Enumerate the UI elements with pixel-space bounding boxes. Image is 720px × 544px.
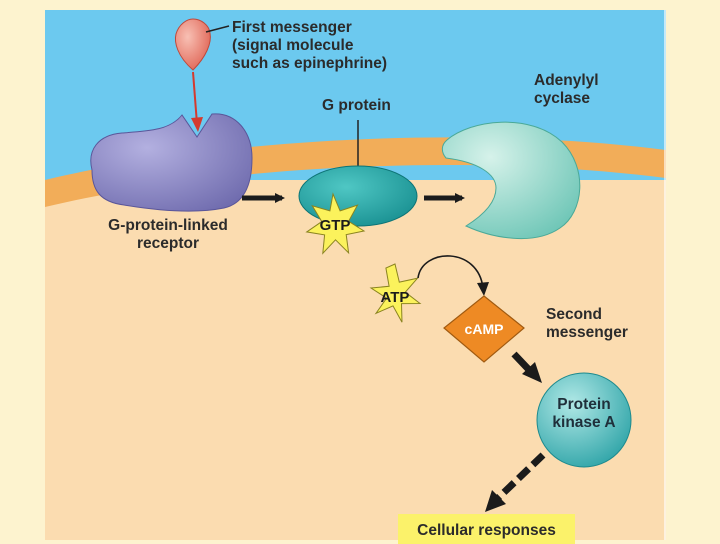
first-messenger-label: First messenger (signal molecule such as… bbox=[232, 19, 387, 73]
arrowhead-camp-to-pka bbox=[522, 362, 542, 383]
g-protein-label: G protein bbox=[322, 97, 391, 114]
cellular-responses-label: Cellular responses bbox=[417, 522, 556, 539]
arrowhead-pka-to-responses bbox=[485, 490, 506, 512]
first-messenger-line-3: such as epinephrine) bbox=[232, 55, 388, 72]
second-messenger-line-2: messenger bbox=[546, 324, 628, 341]
receptor-line-1: G-protein-linked bbox=[108, 217, 228, 234]
signal-arrow-red bbox=[192, 71, 198, 125]
cellular-responses-box: Cellular responses bbox=[398, 514, 575, 544]
signal-arrowhead-red bbox=[191, 117, 203, 132]
protein-kinase-a-label: Protein kinase A bbox=[539, 396, 629, 432]
dashed-arrow-pka-to-responses bbox=[493, 452, 546, 503]
adenylyl-cyclase-shape bbox=[441, 121, 581, 239]
protein-kinase-a-line-1: Protein bbox=[557, 396, 611, 413]
adenylyl-cyclase-label: Adenylyl cyclase bbox=[534, 72, 599, 108]
receptor-line-2: receptor bbox=[136, 235, 200, 252]
gtp-star-icon bbox=[305, 192, 366, 255]
atp-star-icon bbox=[369, 263, 422, 323]
first-messenger-line-1: First messenger bbox=[232, 19, 352, 36]
camp-label: cAMP bbox=[464, 321, 504, 337]
first-messenger-line-2: (signal molecule bbox=[232, 37, 354, 54]
signal-molecule-icon bbox=[175, 18, 211, 71]
arrow-atp-to-camp bbox=[417, 255, 484, 289]
second-messenger-label: Second messenger bbox=[546, 306, 628, 342]
receptor-label: G-protein-linked receptor bbox=[93, 217, 243, 253]
atp-label: ATP bbox=[380, 289, 410, 306]
adenylyl-cyclase-line-2: cyclase bbox=[534, 90, 591, 107]
gtp-label: GTP bbox=[319, 217, 351, 234]
arrowhead-atp-to-camp bbox=[477, 282, 489, 296]
second-messenger-line-1: Second bbox=[546, 306, 602, 323]
receptor-shape bbox=[90, 113, 253, 212]
camp-diamond-icon bbox=[443, 295, 525, 363]
panel-right-border bbox=[664, 10, 666, 540]
adenylyl-cyclase-line-1: Adenylyl bbox=[534, 72, 599, 89]
protein-kinase-a-line-2: kinase A bbox=[552, 414, 616, 431]
protein-kinase-a-shape bbox=[536, 372, 632, 468]
first-messenger-leader-line bbox=[205, 25, 230, 33]
